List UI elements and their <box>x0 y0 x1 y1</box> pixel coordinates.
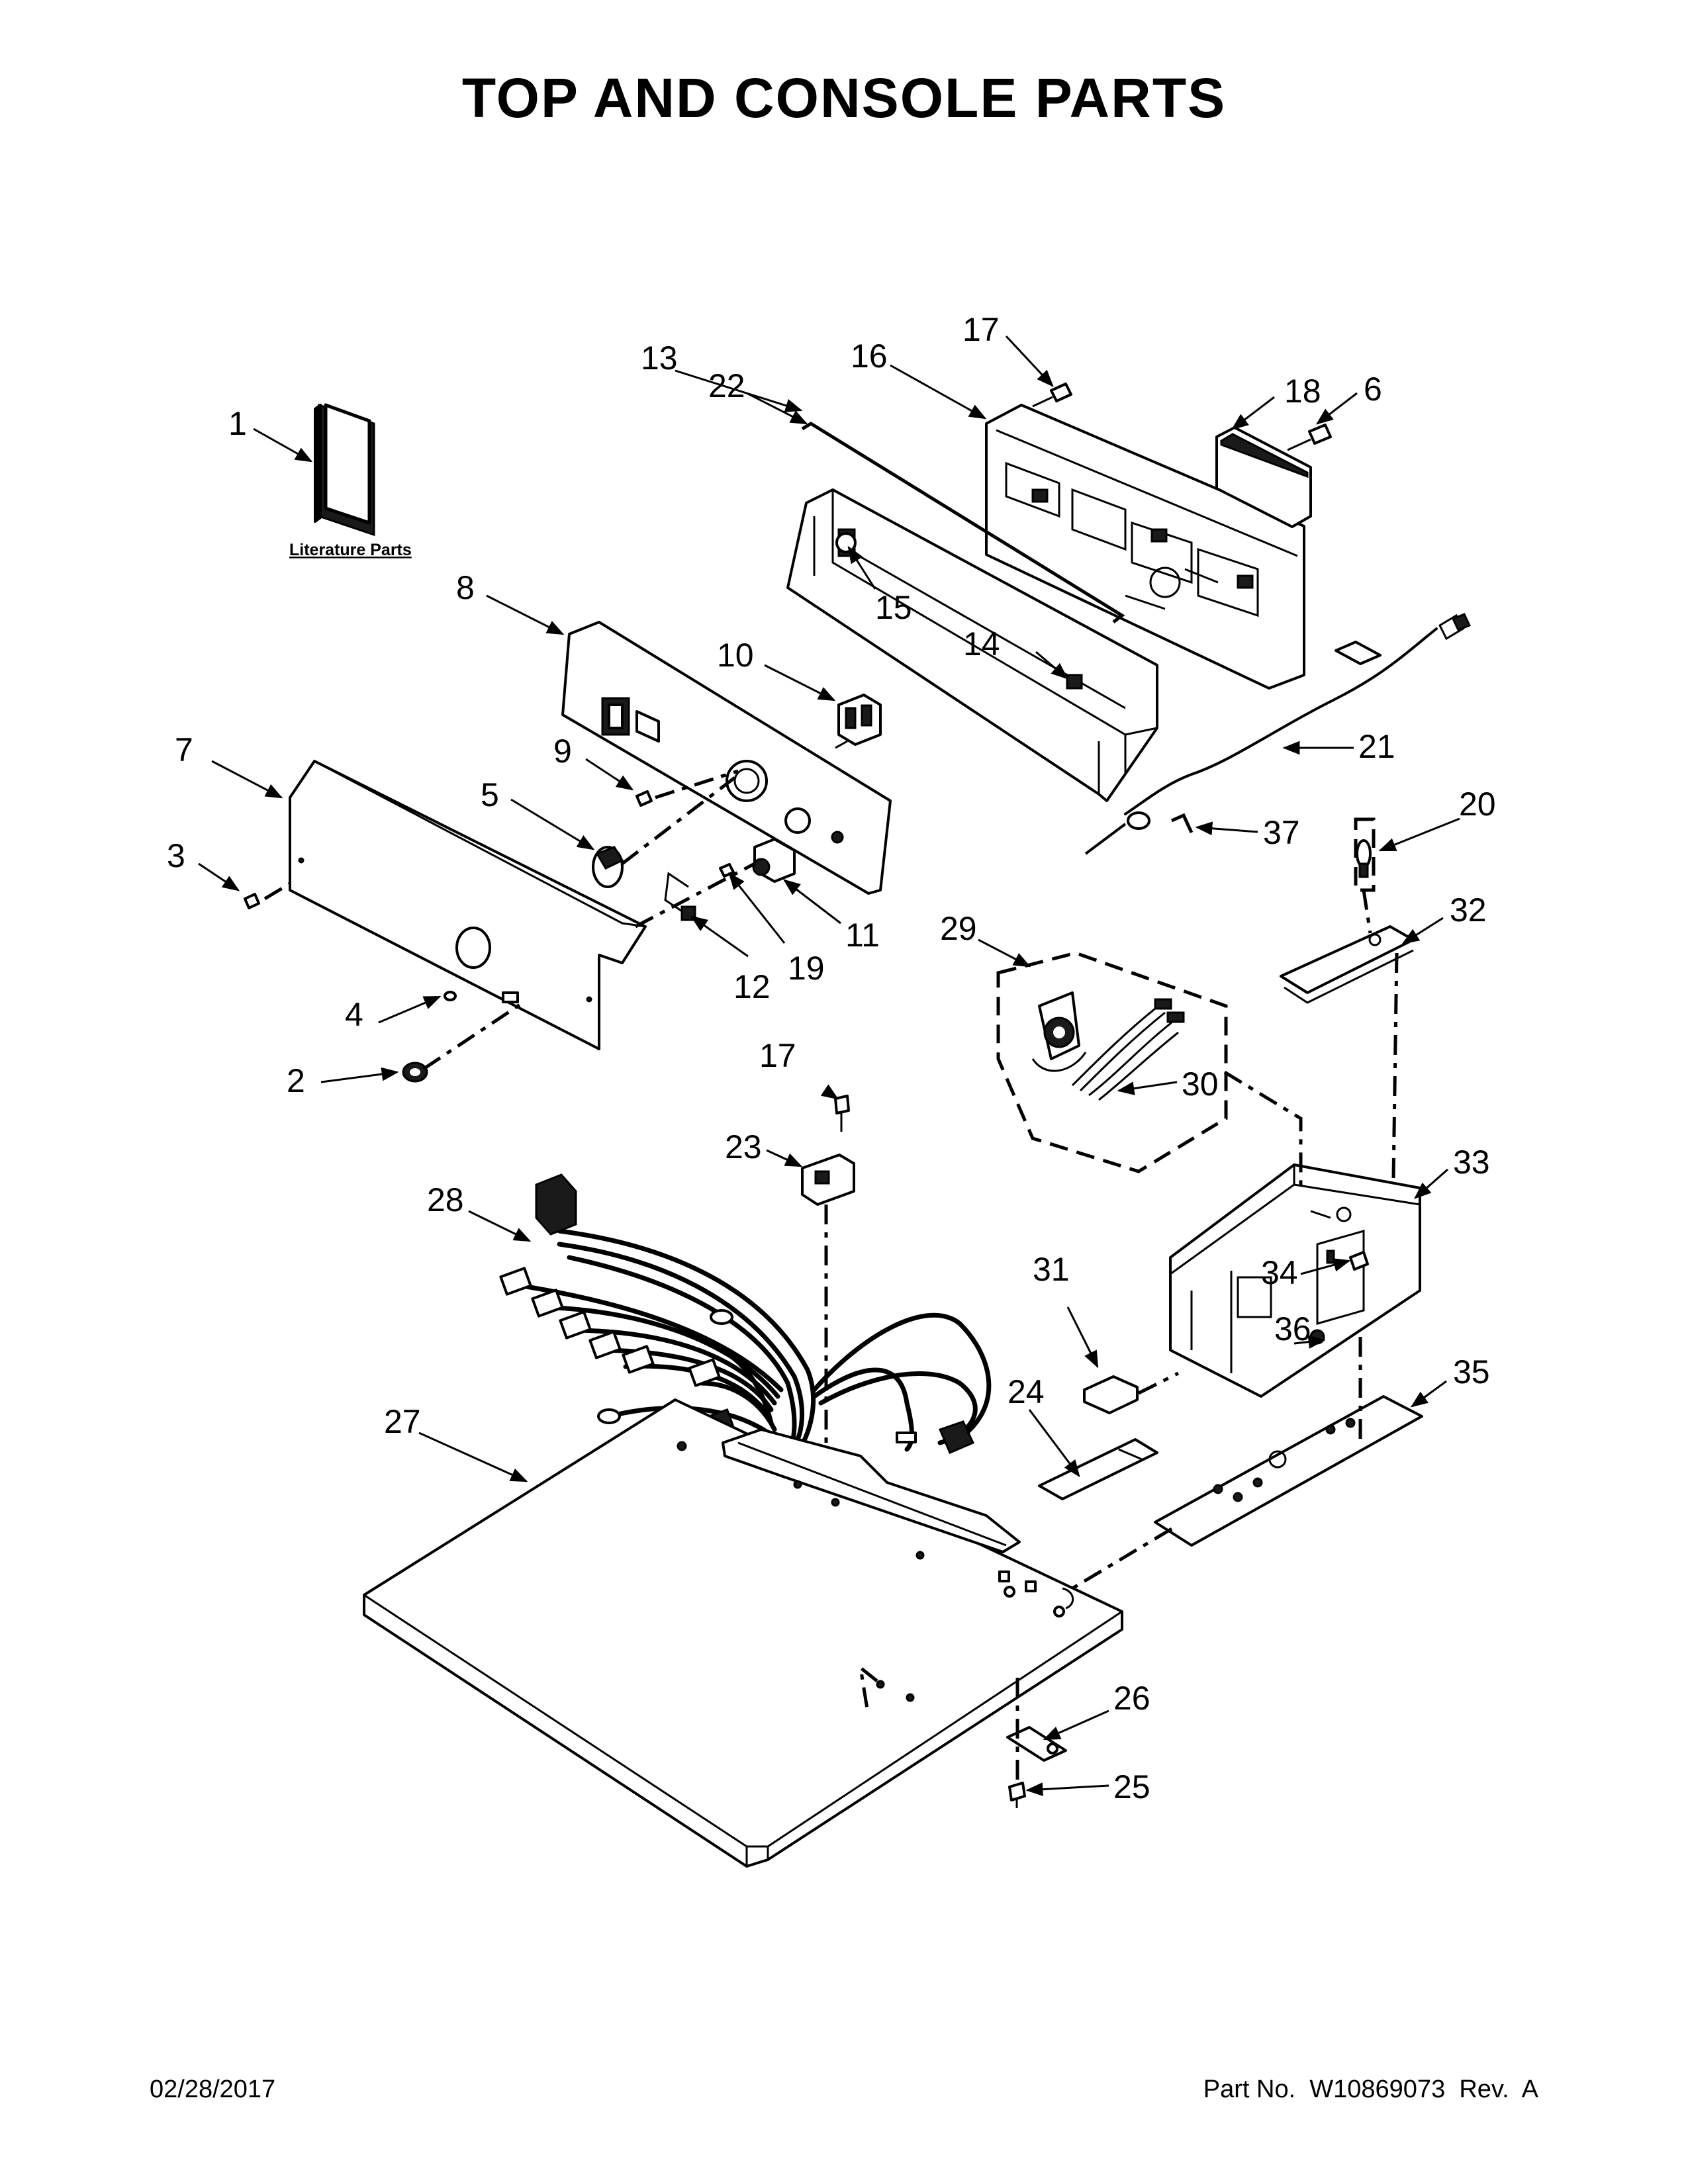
control-assembly-29 <box>996 951 1228 1173</box>
callout-17-relay: 17 <box>759 1037 796 1074</box>
lamp-20 <box>1354 817 1376 892</box>
callout-9: 9 <box>553 733 572 770</box>
callout-30: 30 <box>1182 1066 1219 1103</box>
rod-22 <box>801 422 1125 623</box>
assembly-line <box>858 1663 878 1709</box>
console-front-frame <box>561 621 892 895</box>
callout-8: 8 <box>456 569 475 606</box>
callout-19: 19 <box>788 950 825 987</box>
console-front-panel <box>289 760 647 1050</box>
assembly-line <box>422 1001 524 1071</box>
wire-harness-28 <box>499 1173 992 1454</box>
plate-35 <box>1154 1395 1423 1547</box>
callout-21: 21 <box>1358 728 1395 765</box>
cover-32 <box>1280 925 1415 1004</box>
callout-31: 31 <box>1033 1251 1070 1288</box>
callout-10: 10 <box>717 637 754 674</box>
screw-34 <box>1349 1251 1369 1271</box>
footer-part-number: Part No. W10869073 Rev. A <box>1203 2075 1538 2103</box>
callout-2: 2 <box>287 1062 305 1099</box>
callout-13: 13 <box>641 340 678 377</box>
rear-console-panel <box>985 404 1305 690</box>
clip-4 <box>444 991 457 1001</box>
component-box-33 <box>1169 1163 1421 1398</box>
power-cord-21 <box>1084 613 1472 855</box>
screw-9 <box>635 790 653 807</box>
screw-25 <box>1008 1782 1026 1808</box>
callout-18: 18 <box>1284 373 1321 410</box>
callout-33: 33 <box>1453 1144 1490 1181</box>
ring-2 <box>402 1062 428 1083</box>
callout-23: 23 <box>725 1128 762 1165</box>
callout-37: 37 <box>1263 814 1300 851</box>
callout-4: 4 <box>345 996 363 1033</box>
callout-22: 22 <box>708 367 745 404</box>
switch-10 <box>835 694 882 749</box>
assembly-line <box>1071 1527 1173 1590</box>
top-panel-27 <box>363 1398 1123 1868</box>
callout-32: 32 <box>1450 891 1487 929</box>
footer-date: 02/28/2017 <box>150 2075 276 2103</box>
callout-16: 16 <box>851 338 888 375</box>
harness-12 <box>664 872 696 921</box>
callout-17-top: 17 <box>962 311 1000 348</box>
callout-24: 24 <box>1008 1373 1045 1410</box>
literature-booklet <box>314 403 375 537</box>
callout-11: 11 <box>845 917 880 954</box>
screw-3 <box>244 893 260 909</box>
assembly-line <box>1362 889 1372 934</box>
assembly-line <box>621 776 736 865</box>
assembly-line <box>263 882 291 901</box>
callout-labels: 1 2 3 4 5 6 7 8 9 10 11 12 13 14 15 16 1… <box>167 311 1496 1805</box>
callout-1: 1 <box>228 405 247 442</box>
literature-label: Literature Parts <box>289 541 412 559</box>
assembly-line <box>655 769 739 799</box>
callout-26: 26 <box>1113 1680 1150 1717</box>
assembly-line <box>1223 1070 1303 1191</box>
screw-17-relay <box>834 1095 850 1132</box>
page-title: TOP AND CONSOLE PARTS <box>461 67 1227 129</box>
bracket-26 <box>1006 1726 1067 1762</box>
harness-30 <box>1071 998 1185 1101</box>
switch-11 <box>752 838 796 883</box>
board-24 <box>1038 1438 1158 1500</box>
screw-17-top <box>1032 383 1072 408</box>
callout-27: 27 <box>384 1403 421 1440</box>
callout-15: 15 <box>875 589 912 626</box>
callout-12: 12 <box>733 968 771 1005</box>
callout-6: 6 <box>1364 371 1382 408</box>
knob-5 <box>592 846 624 888</box>
bracket-31 <box>1083 1375 1139 1414</box>
callout-20: 20 <box>1459 786 1496 823</box>
assembly-line <box>1391 952 1399 1179</box>
callout-28: 28 <box>427 1181 464 1218</box>
callout-35: 35 <box>1453 1353 1490 1390</box>
screw-19 <box>719 863 735 878</box>
relay-23 <box>801 1154 855 1206</box>
callout-7: 7 <box>175 731 193 768</box>
assembly-line <box>1137 1371 1180 1395</box>
callout-14: 14 <box>963 625 1000 662</box>
callout-3: 3 <box>167 837 185 874</box>
screw-6 <box>1287 424 1332 451</box>
callouts <box>198 335 1460 1797</box>
callout-25: 25 <box>1113 1768 1150 1805</box>
callout-5: 5 <box>481 776 499 813</box>
callout-34: 34 <box>1261 1254 1298 1291</box>
clip-37 <box>1170 813 1194 834</box>
callout-36: 36 <box>1274 1310 1311 1347</box>
console-back-housing <box>786 488 1158 802</box>
callout-29: 29 <box>940 910 977 947</box>
